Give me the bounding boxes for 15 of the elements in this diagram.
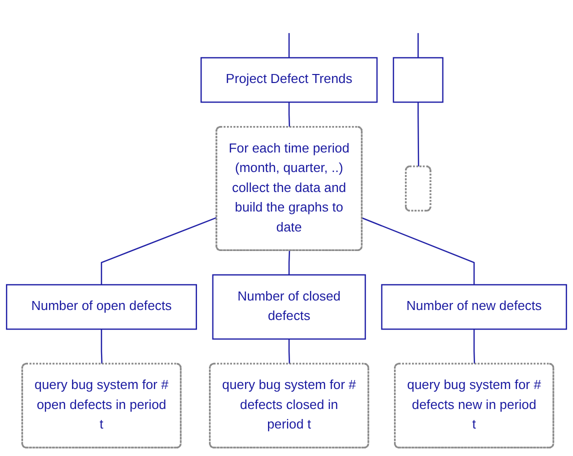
connector bbox=[418, 33, 419, 58]
node-box: Number of open defects bbox=[6, 284, 197, 330]
connector bbox=[418, 102, 420, 167]
connector bbox=[473, 329, 476, 364]
connector bbox=[288, 250, 290, 275]
connector bbox=[362, 217, 475, 285]
node-box: Project Defect Trends bbox=[200, 57, 378, 103]
connector bbox=[288, 102, 290, 128]
connector bbox=[100, 329, 102, 364]
connector bbox=[288, 339, 290, 364]
connector bbox=[100, 217, 218, 285]
node-box bbox=[392, 57, 444, 103]
node-box: Number of new defects bbox=[381, 284, 568, 330]
connector bbox=[288, 33, 290, 58]
node-box: Number of closed defects bbox=[212, 274, 366, 340]
